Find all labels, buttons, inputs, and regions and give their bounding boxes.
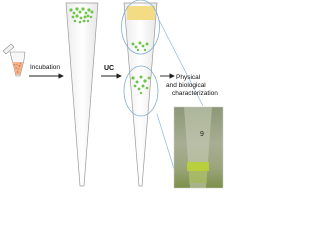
ultracentrifuge-tube-after [123, 2, 158, 187]
zoom-ellipse-top [121, 0, 160, 55]
photo-tube-number: 9 [200, 131, 204, 138]
zoom-connector-1 [158, 19, 204, 107]
ultracentrifuge-tube-before [65, 2, 99, 187]
photo-green-band [187, 162, 209, 171]
physical-label: Physical [176, 74, 201, 81]
microtube-icon [2, 43, 26, 77]
tube-photograph: 9 [173, 106, 224, 189]
vesicle-band-upper [131, 41, 149, 52]
characterization-label: characterization [172, 90, 218, 97]
and-biological-label: and biological [166, 82, 206, 89]
vesicle-cluster-icon [69, 7, 94, 24]
zoom-ellipse-bottom [123, 65, 159, 117]
uc-label: UC [104, 65, 115, 72]
incubation-label: Incubation [30, 64, 60, 71]
workflow-diagram: 9 [2, 0, 224, 189]
vesicle-band-lower [131, 75, 151, 95]
